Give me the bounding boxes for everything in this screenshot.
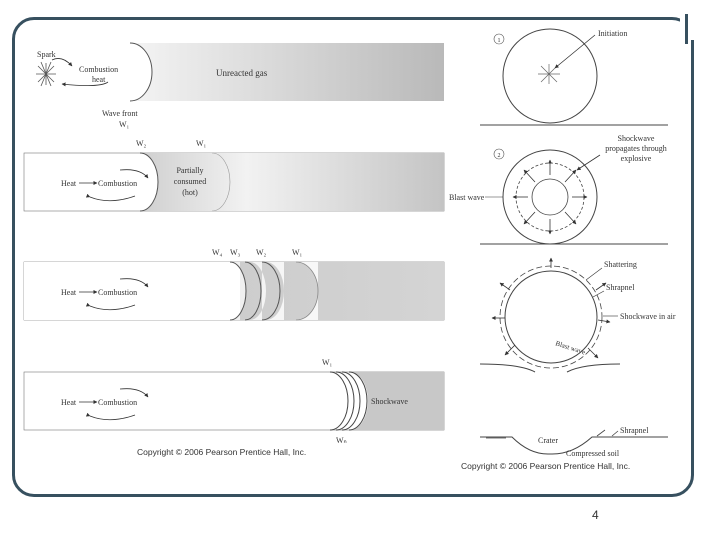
- svg-text:2: 2: [498, 153, 501, 159]
- w1-label: W₁: [292, 248, 303, 257]
- detonation-spark-icon: [538, 64, 560, 84]
- panel-1-initiation: Spark Combustion heat Unreacted gas Wave…: [36, 42, 444, 129]
- step-1-initiation: 1 Initiation: [480, 28, 668, 126]
- shrapnel-label: Shrapnel: [606, 283, 635, 292]
- shockwave-in-air-label: Shockwave in air: [620, 312, 676, 321]
- step-4-crater: Crater Shrapnel Compressed soil: [480, 426, 668, 458]
- right-copyright: Copyright © 2006 Pearson Prentice Hall, …: [461, 461, 630, 471]
- crater-label: Crater: [538, 436, 558, 445]
- blast-wave-label: Blast wave: [449, 193, 485, 202]
- heat-label: Heat: [61, 398, 77, 407]
- frame-corner-edge: [685, 14, 688, 44]
- w1-label: W₁: [196, 139, 207, 148]
- initiation-label: Initiation: [598, 29, 627, 38]
- svg-text:1: 1: [498, 38, 501, 44]
- shrapnel-2-label: Shrapnel: [620, 426, 649, 435]
- combustion-label: Combustion: [98, 398, 137, 407]
- page-number: 4: [592, 508, 599, 522]
- w3-label: W₃: [230, 248, 241, 257]
- left-copyright: Copyright © 2006 Pearson Prentice Hall, …: [137, 447, 306, 457]
- wave-front-label: Wave front: [102, 109, 138, 118]
- partially-label-1: Partially: [176, 166, 203, 175]
- shockwave-prop-label-1: Shockwave: [618, 134, 655, 143]
- unreacted-gas-label: Unreacted gas: [216, 68, 268, 78]
- w2-label: W₂: [136, 139, 147, 148]
- frame-corner-notch: [680, 14, 706, 40]
- partially-label-3: (hot): [182, 188, 198, 197]
- fragment-arrows: [491, 257, 611, 359]
- wn-label: Wₙ: [336, 436, 347, 445]
- combustion-heat-label-1: Combustion: [79, 65, 118, 74]
- w1-label: W₁: [322, 358, 333, 367]
- combustion-heat-label-2: heat: [92, 75, 106, 84]
- w2-label: W₂: [256, 248, 267, 257]
- shockwave-prop-label-2: propagates through: [605, 144, 667, 153]
- spark-label: Spark: [37, 50, 56, 59]
- w4-label: W₄: [212, 248, 223, 257]
- w1-label: W₁: [119, 120, 130, 129]
- propagation-arrows: [512, 159, 588, 235]
- panel-3-multiple-waves: W₄ W₃ W₂ W₁ Heat Combustion: [23, 248, 445, 321]
- shockwave-prop-label-3: explosive: [621, 154, 652, 163]
- combustion-label: Combustion: [98, 179, 137, 188]
- heat-label: Heat: [61, 288, 77, 297]
- shattering-label: Shattering: [604, 260, 637, 269]
- unreacted-gas-region: [130, 43, 444, 101]
- combustion-label: Combustion: [98, 288, 137, 297]
- heat-label: Heat: [61, 179, 77, 188]
- panel-4-shockwave: W₁ Wₙ Heat Combustion Shockwave: [23, 358, 445, 445]
- blast-wave-curved-label: Blast wave: [554, 339, 586, 356]
- compressed-soil-label: Compressed soil: [566, 449, 620, 458]
- partially-label-2: consumed: [174, 177, 206, 186]
- step-3-shattering: Blast wave Shattering Shrapnel Shockwave…: [479, 257, 676, 373]
- panel-2-combustion: W₂ W₁ Heat Combustion Partially consumed…: [23, 139, 445, 212]
- shockwave-label: Shockwave: [371, 397, 408, 406]
- step-2-shockwave-propagation: 2 Shockwave propagates through explosive…: [449, 134, 668, 245]
- spark-icon: [36, 61, 56, 87]
